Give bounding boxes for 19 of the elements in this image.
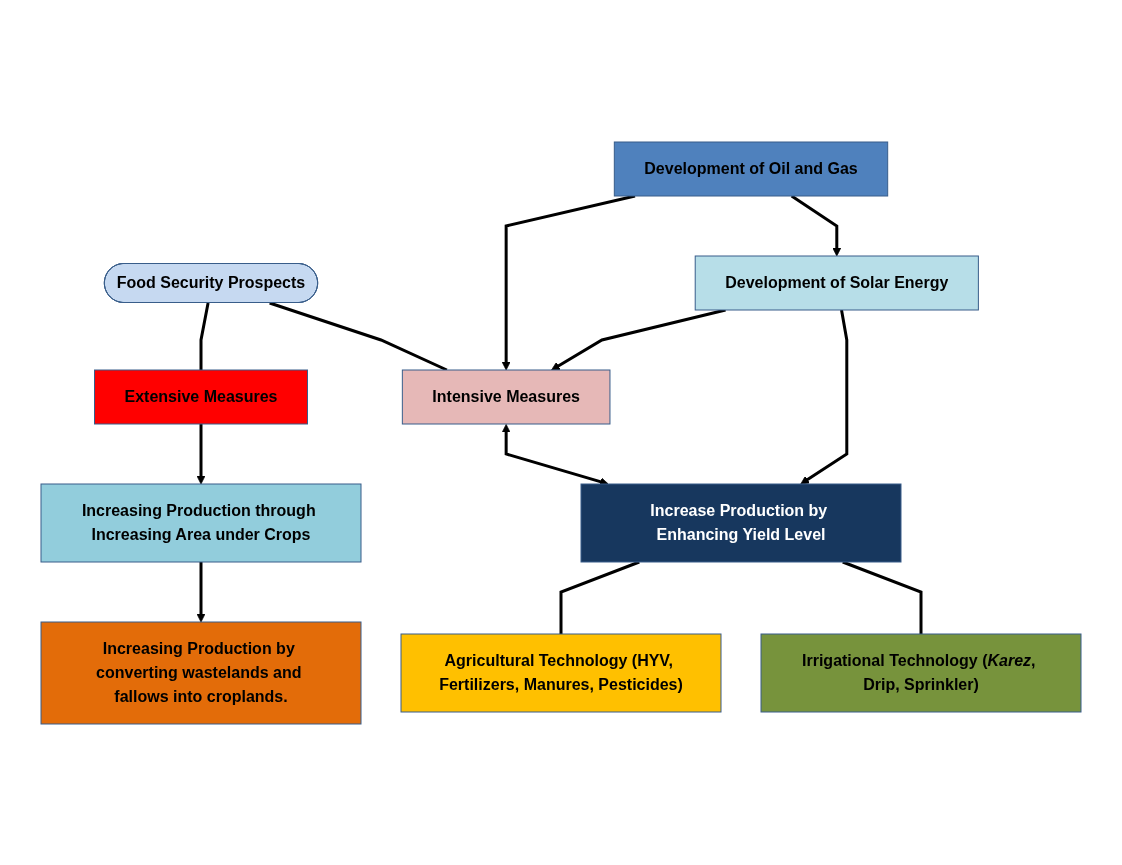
node-box: Intensive Measures <box>401 369 611 424</box>
connector <box>842 560 923 634</box>
arrow <box>196 423 206 484</box>
node-box: Increasing Production by converting wastelands and fallows into croplands. <box>40 621 362 724</box>
arrow <box>790 194 842 256</box>
arrow <box>501 194 636 370</box>
node-box: Development of Oil and Gas <box>613 141 889 196</box>
node-box: Agricultural Technology (HYV, Fertilizers, Manures, Pesticides) <box>400 633 722 712</box>
node-box: Increasing Production through Increasing Area under Crops <box>40 483 362 562</box>
node-box: Extensive Measures <box>94 369 308 424</box>
connector <box>269 301 448 371</box>
arrow <box>551 308 726 370</box>
arrow <box>800 309 849 484</box>
arrow <box>196 561 206 622</box>
connector <box>199 302 210 370</box>
node-box: Irrigational Technology (Karez, Drip, Sprinkler) <box>760 633 1082 712</box>
node-box: Development of Solar Energy <box>694 255 979 310</box>
connector <box>559 560 640 634</box>
node-box: Increase Production by Enhancing Yield Level <box>580 483 902 562</box>
